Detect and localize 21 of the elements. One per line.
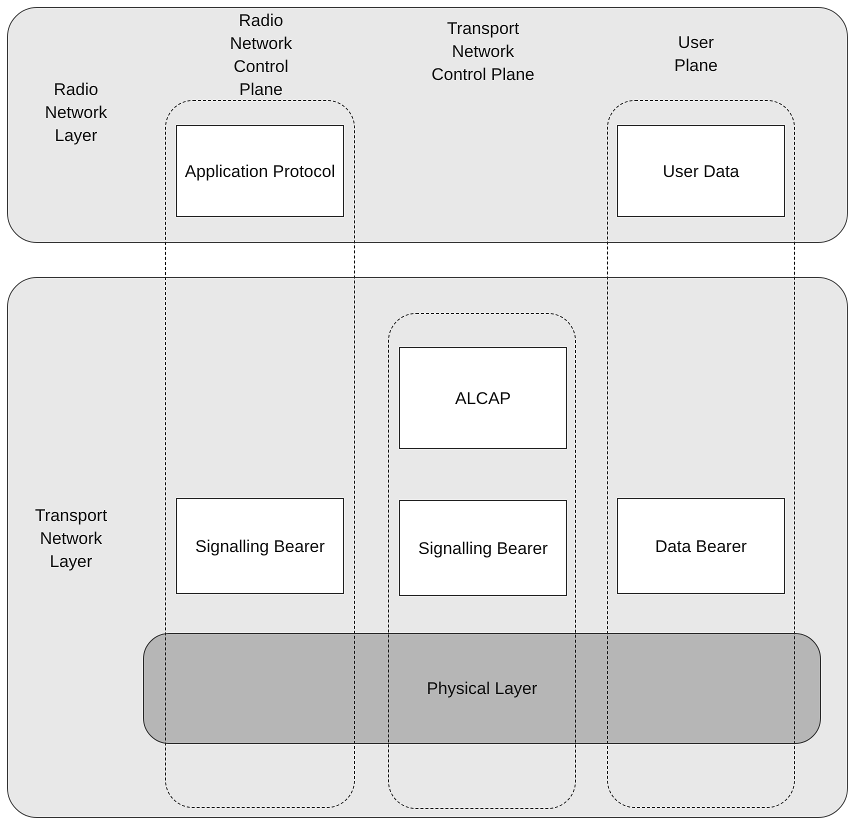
layer-label: Transport Network Layer <box>34 505 108 573</box>
protocol-label: Data Bearer <box>654 536 748 558</box>
plane-heading: User Plane <box>673 32 719 77</box>
dashed-plane-outline <box>388 313 576 809</box>
protocol-label: Signalling Bearer <box>194 536 326 558</box>
protocol-label: Application Protocol <box>184 160 336 182</box>
plane-heading: Transport Network Control Plane <box>430 18 536 86</box>
layer-band <box>7 277 848 818</box>
layer-label: Radio Network Layer <box>44 79 108 147</box>
protocol-label: ALCAP <box>454 388 512 410</box>
protocol-label: Signalling Bearer <box>417 538 549 560</box>
plane-heading: Radio Network Control Plane <box>228 10 294 101</box>
physical-layer-bar <box>143 633 821 744</box>
layer-label: Physical Layer <box>426 678 538 700</box>
protocol-box <box>399 347 567 449</box>
protocol-box <box>617 498 785 594</box>
protocol-box <box>176 498 344 594</box>
protocol-label: User Data <box>662 160 740 182</box>
protocol-box <box>617 125 785 217</box>
protocol-box <box>176 125 344 217</box>
protocol-box <box>399 500 567 596</box>
